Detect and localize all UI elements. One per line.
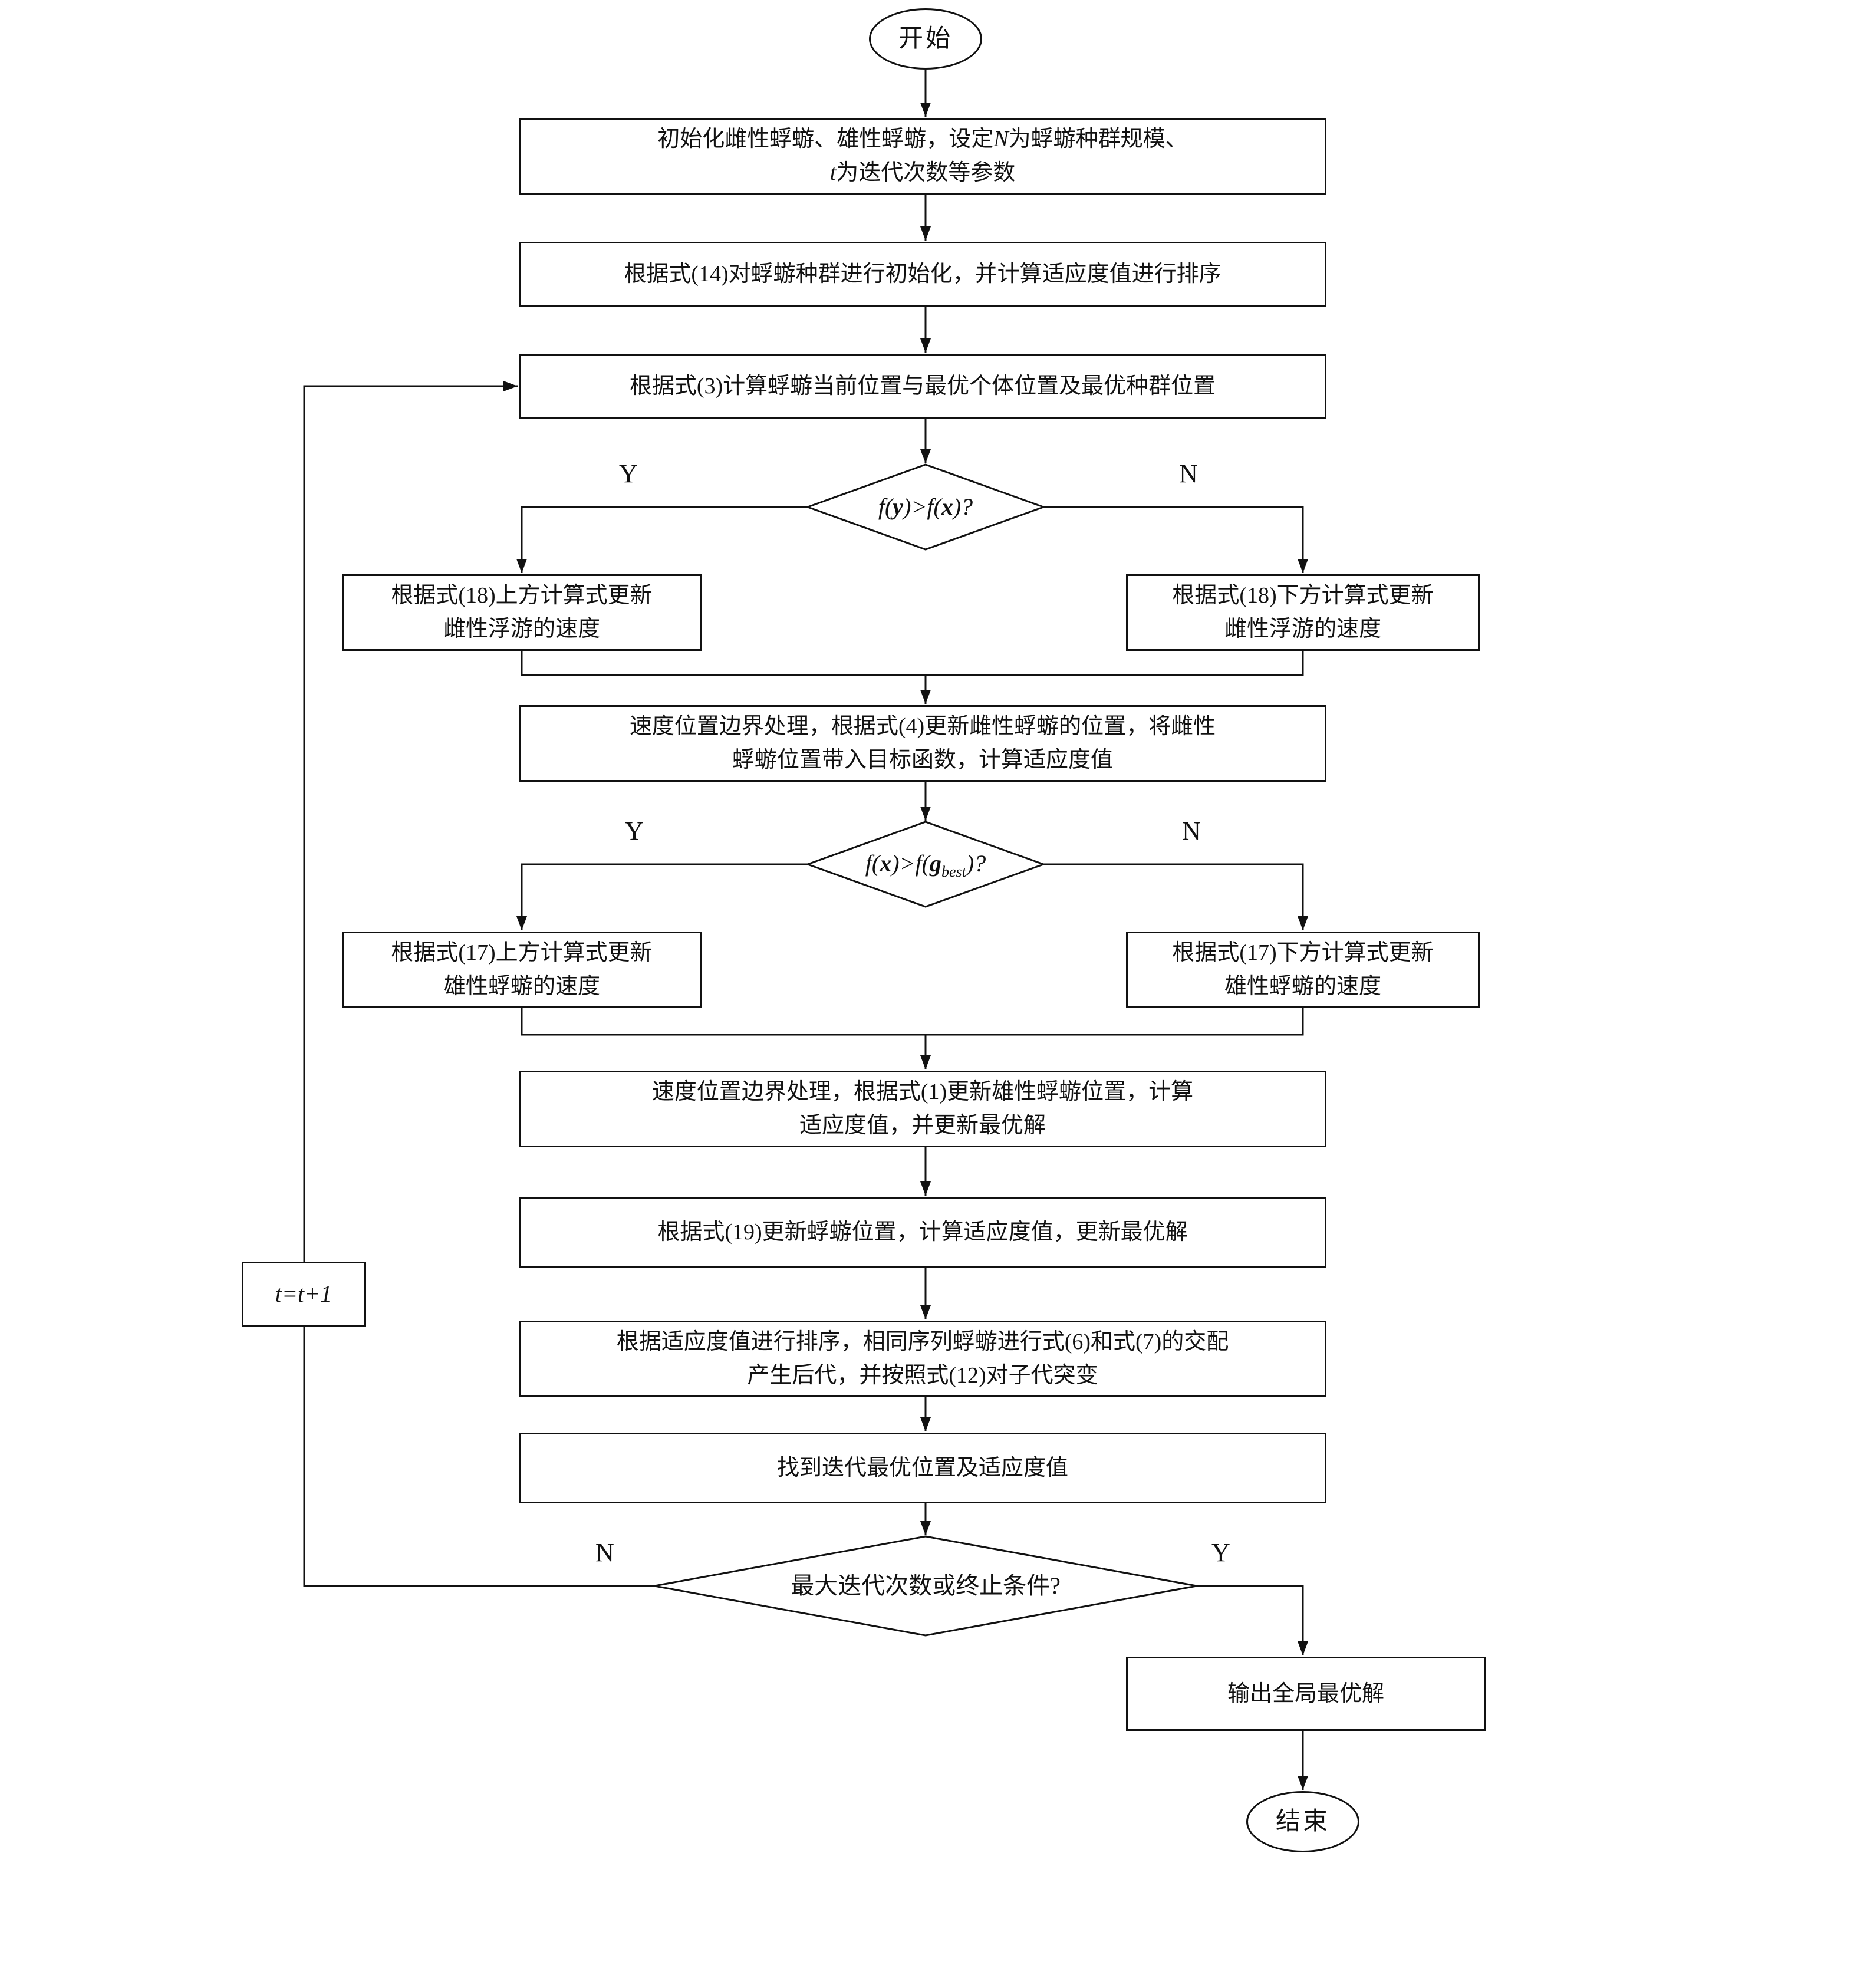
init-line2: t为迭代次数等参数	[829, 160, 1016, 185]
female-velocity-upper-box: 根据式(18)上方计算式更新 雌性浮游的速度	[342, 574, 702, 651]
female-velocity-lower-box: 根据式(18)下方计算式更新 雌性浮游的速度	[1126, 574, 1480, 651]
mating-mutation-box: 根据适应度值进行排序，相同序列蜉蝣进行式(6)和式(7)的交配 产生后代，并按照…	[519, 1321, 1326, 1397]
start-terminator: 开始	[869, 8, 982, 70]
edge-cond3-no-down	[303, 1327, 654, 1587]
decision3-label: 最大迭代次数或终止条件?	[791, 1572, 1061, 1599]
cond3-yes-label: Y	[1211, 1538, 1230, 1567]
decision2-shape	[805, 821, 1046, 908]
output-box: 输出全局最优解	[1126, 1657, 1486, 1731]
edge-loop-up	[303, 381, 518, 1262]
male-velocity-lower-box: 根据式(17)下方计算式更新 雄性蜉蝣的速度	[1126, 932, 1480, 1008]
calc-position-box: 根据式(3)计算蜉蝣当前位置与最优个体位置及最优种群位置	[519, 354, 1326, 419]
decision1-shape	[805, 463, 1046, 551]
edge-cond1-yes	[516, 506, 808, 573]
decision2-label: f(x)>f(gbest)?	[808, 822, 1043, 907]
cond3-no-label: N	[595, 1538, 614, 1567]
edge-femaledown-merge	[926, 651, 1304, 676]
init-params-box: 初始化雌性蜉蝣、雄性蜉蝣，设定N为蜉蝣种群规模、 t为迭代次数等参数	[519, 118, 1326, 195]
cond1-formula: f(y)>f(x)?	[878, 493, 973, 520]
update-eq19-box: 根据式(19)更新蜉蝣位置，计算适应度值，更新最优解	[519, 1197, 1326, 1268]
female-position-update-box: 速度位置边界处理，根据式(4)更新雌性蜉蝣的位置，将雌性 蜉蝣位置带入目标函数，…	[519, 705, 1326, 782]
cond2-formula: f(x)>f(gbest)?	[865, 850, 986, 880]
edge-femaleup-merge	[521, 651, 926, 676]
end-terminator: 结束	[1246, 1791, 1359, 1852]
edge-cond3-yes	[1197, 1585, 1308, 1655]
edge-cond2-no	[1043, 863, 1308, 930]
cond1-yes-label: Y	[619, 459, 638, 488]
loop-counter-box: t=t+1	[242, 1262, 366, 1327]
cond1-no-label: N	[1179, 459, 1198, 488]
init-line1: 初始化雌性蜉蝣、雄性蜉蝣，设定N为蜉蝣种群规模、	[657, 127, 1188, 152]
cond2-no-label: N	[1182, 817, 1201, 845]
end-label: 结束	[1275, 1808, 1330, 1835]
cond2-yes-label: Y	[625, 817, 644, 845]
iteration-best-box: 找到迭代最优位置及适应度值	[519, 1433, 1326, 1503]
male-position-update-box: 速度位置边界处理，根据式(1)更新雄性蜉蝣位置，计算 适应度值，并更新最优解	[519, 1071, 1326, 1147]
population-init-box: 根据式(14)对蜉蝣种群进行初始化，并计算适应度值进行排序	[519, 242, 1326, 307]
edge-maleup-merge	[521, 1008, 926, 1036]
start-label: 开始	[898, 25, 953, 52]
decision1-label: f(y)>f(x)?	[808, 465, 1043, 549]
edge-cond1-no	[1043, 506, 1308, 573]
male-velocity-upper-box: 根据式(17)上方计算式更新 雄性蜉蝣的速度	[342, 932, 702, 1008]
decision3-shape	[654, 1535, 1197, 1637]
edge-maledown-merge	[926, 1008, 1304, 1036]
edge-cond2-yes	[516, 863, 808, 930]
